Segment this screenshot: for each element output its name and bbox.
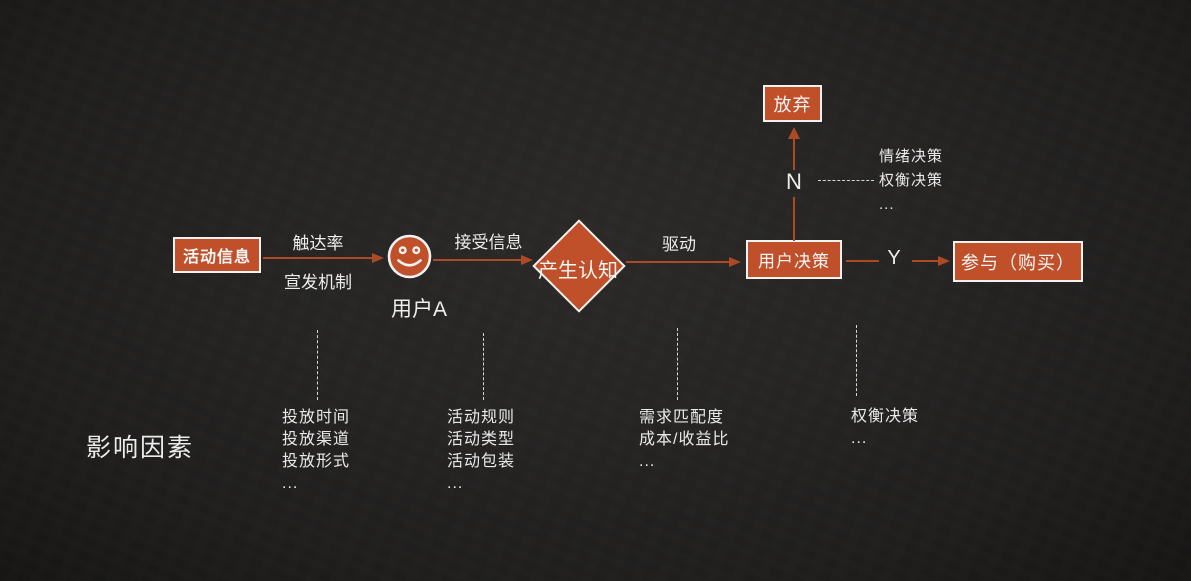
- factor-item: 投放形式: [282, 453, 351, 470]
- edge-drive-arrowhead-icon: [729, 257, 741, 267]
- factor-dash-line-4: [856, 325, 857, 396]
- edge-drive-line: [626, 261, 730, 263]
- edge-accept-line: [433, 259, 523, 261]
- edge-n-arrowhead-icon: [788, 127, 800, 139]
- edge-y-arrowhead-icon: [938, 256, 950, 266]
- decision-note: 情绪决策 权衡决策 ...: [879, 145, 943, 217]
- factor-dash-line-1: [317, 330, 318, 400]
- factor-item: 权衡决策: [851, 408, 920, 425]
- factor-item: 投放渠道: [282, 431, 351, 448]
- edge-n-line-lower: [793, 197, 795, 241]
- factor-item: ...: [447, 475, 464, 492]
- decision-note-line: 情绪决策: [879, 148, 944, 165]
- edge-label-n: N: [786, 169, 802, 194]
- edge-label-y: Y: [887, 247, 901, 269]
- decision-note-dash-line: [818, 180, 874, 181]
- smiley-face-icon: [387, 234, 432, 279]
- edge-label-accept-info: 接受信息: [454, 233, 523, 252]
- factor-list-tradeoff: 权衡决策 ...: [851, 406, 919, 450]
- edge-reach-line: [263, 257, 373, 259]
- edge-y-line-left: [846, 260, 879, 262]
- factor-item: 活动类型: [447, 431, 516, 448]
- factor-item: 成本/收益比: [639, 431, 730, 448]
- factors-title: 影响因素: [86, 434, 195, 462]
- factor-dash-line-2: [483, 333, 484, 400]
- factor-item: ...: [282, 475, 299, 492]
- factor-list-demand: 需求匹配度 成本/收益比 ...: [639, 407, 729, 473]
- factor-item: 投放时间: [282, 409, 351, 426]
- factor-list-placement: 投放时间 投放渠道 投放形式 ...: [282, 407, 350, 495]
- node-abandon: 放弃: [763, 85, 822, 122]
- edge-y-line-right: [912, 260, 939, 262]
- factor-dash-line-3: [677, 328, 678, 400]
- factor-item: ...: [639, 453, 656, 470]
- edge-reach-arrowhead-icon: [372, 253, 384, 263]
- decision-note-line: ...: [879, 196, 895, 213]
- node-cognition-label: 产生认知: [538, 260, 618, 282]
- factor-item: 活动规则: [447, 409, 516, 426]
- edge-accept-arrowhead-icon: [521, 255, 533, 265]
- node-join-purchase: 参与（购买）: [953, 241, 1083, 282]
- edge-label-promotion: 宣发机制: [284, 273, 352, 292]
- edge-label-drive: 驱动: [662, 235, 696, 254]
- factor-item: 活动包装: [447, 453, 516, 470]
- user-a-label: 用户A: [390, 298, 447, 321]
- factor-item: 需求匹配度: [639, 409, 725, 426]
- decision-note-line: 权衡决策: [879, 172, 944, 189]
- factor-list-activity: 活动规则 活动类型 活动包装 ...: [447, 407, 515, 495]
- edge-label-reach-rate: 触达率: [292, 234, 344, 253]
- node-user-decision: 用户决策: [746, 240, 842, 279]
- edge-n-line-upper: [793, 138, 795, 170]
- factor-item: ...: [851, 430, 868, 447]
- node-activity-info: 活动信息: [173, 237, 261, 273]
